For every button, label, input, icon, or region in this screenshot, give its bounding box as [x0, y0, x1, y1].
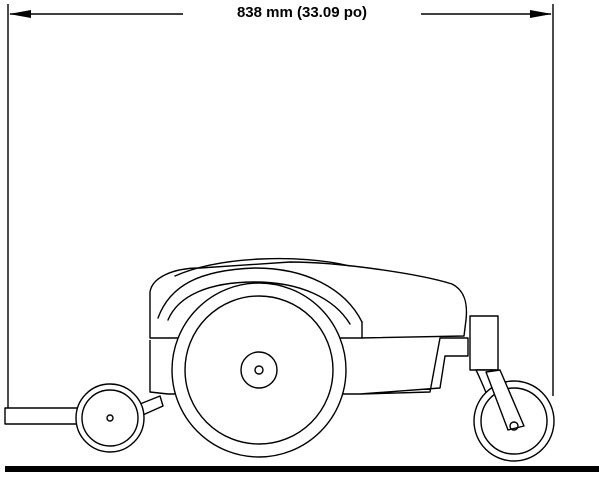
rear-handle-bar	[4, 407, 79, 425]
ground-line	[5, 466, 599, 472]
rear-wheel	[75, 383, 145, 453]
front-caster	[469, 315, 555, 462]
dimension-arrow-right	[421, 10, 552, 18]
dimension-arrow-left	[9, 10, 183, 18]
dimension-label: 838 mm (33.09 po)	[183, 4, 421, 22]
drive-wheel	[171, 282, 347, 458]
